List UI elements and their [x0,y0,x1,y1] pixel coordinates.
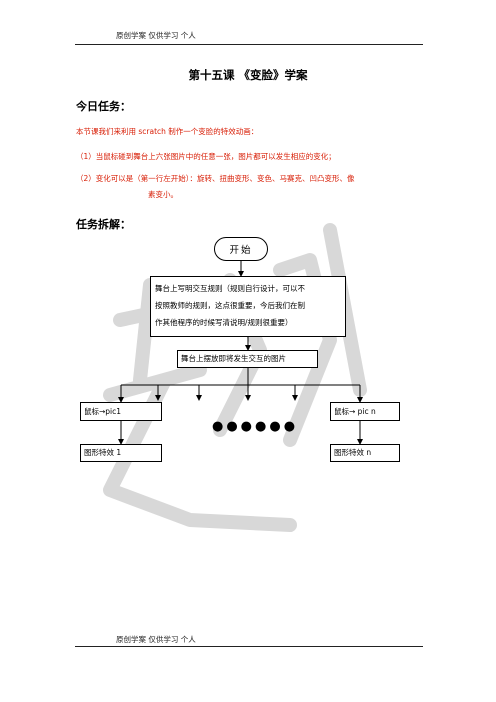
page-header: 原创学案 仅供学习 个人 [116,31,196,40]
header-divider [75,44,423,45]
footer-divider [75,646,423,647]
flow-mouse-pic1-box: 鼠标→pic1 [80,402,162,421]
document-title: 第十五课 《变脸》学案 [188,68,308,82]
flow-place-images-box: 舞台上摆放即将发生交互的图片 [177,350,318,368]
rules-line-3: 作其他程序的时候写清说明/规则很重要） [155,318,293,327]
task-item-2: （2）变化可以是（第一行左开始）：旋转、扭曲变形、变色、马赛克、凹凸变形、像 [76,174,355,183]
task-item-1: （1）当鼠标碰到舞台上六张图片中的任意一张，图片都可以发生相应的变化； [76,152,336,161]
page-footer: 原创学案 仅供学习 个人 [116,635,196,644]
flow-ellipsis-dots: ●●●●●● [212,419,299,434]
task-intro: 本节课我们来利用 scratch 制作一个变脸的特效动画： [76,127,259,136]
flow-start-node: 开始 [214,237,268,261]
breakdown-heading: 任务拆解： [76,218,131,231]
flow-effectn-box: 图形特效 n [330,444,400,462]
task-item-2-continued: 素变小。 [148,190,178,199]
flow-rules-box: 舞台上写明交互规则（规则自行设计，可以不 按照教师的规则，这点很重要，今后我们在… [150,276,346,337]
rules-line-1: 舞台上写明交互规则（规则自行设计，可以不 [155,284,305,293]
rules-line-2: 按照教师的规则，这点很重要，今后我们在制 [155,301,305,310]
task-heading: 今日任务： [76,100,131,113]
flow-effect1-box: 图形特效 1 [80,444,162,462]
flow-mouse-picn-box: 鼠标→ pic n [330,402,400,421]
